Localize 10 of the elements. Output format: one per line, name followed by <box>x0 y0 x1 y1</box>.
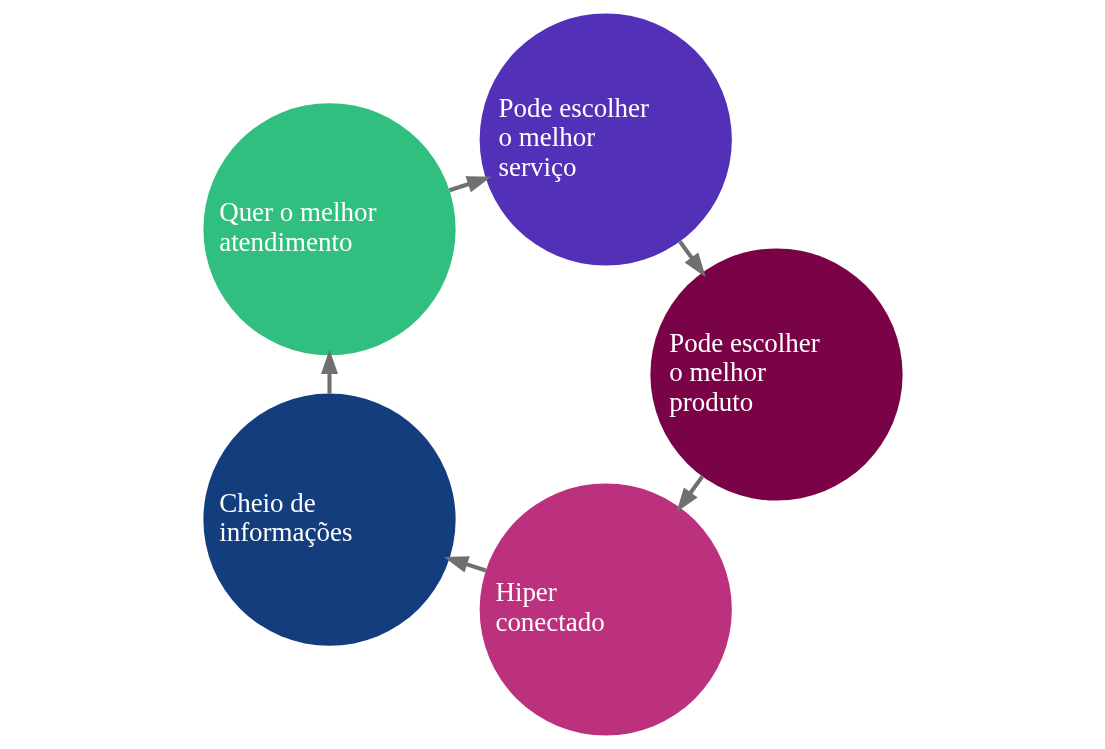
arrow <box>676 475 704 513</box>
node-circle: Cheio de informações <box>202 393 456 646</box>
arrow <box>677 240 706 278</box>
arrow <box>448 176 491 193</box>
arrow <box>320 349 338 394</box>
node-circle: Pode escolher o melhor serviço <box>479 13 732 266</box>
node-circle: Hiper conectado <box>479 483 732 736</box>
node-circle: Quer o melhor atendimento <box>202 103 456 356</box>
node-circle: Pode escolher o melhor produto <box>649 248 903 501</box>
arrow <box>443 556 486 573</box>
